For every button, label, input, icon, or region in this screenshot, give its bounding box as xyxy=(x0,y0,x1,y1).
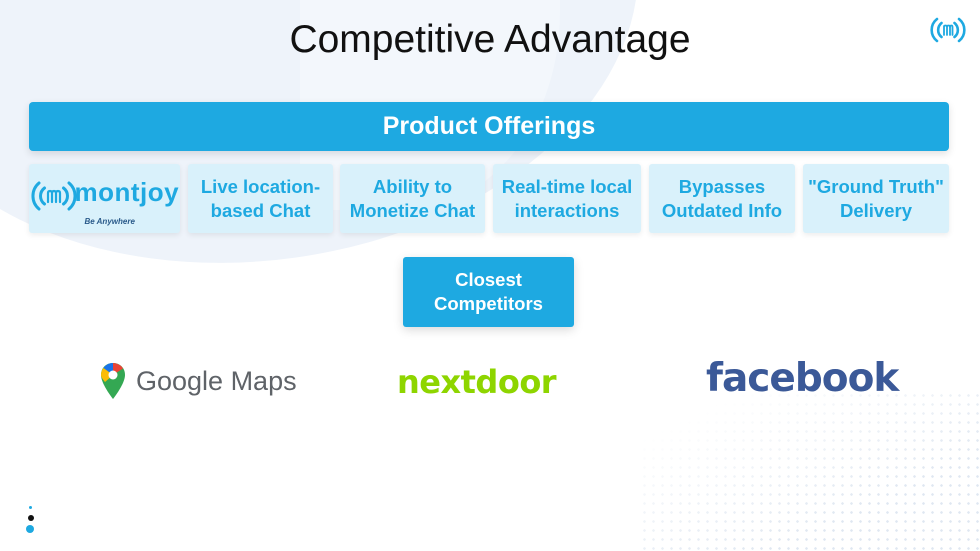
offering-tile-bypasses: Bypasses Outdated Info xyxy=(649,164,795,233)
google-maps-logo: Google Maps xyxy=(100,362,300,402)
google-maps-pin-icon xyxy=(101,363,125,399)
montjoy-wordmark: montjoy xyxy=(74,176,180,207)
slide-title: Competitive Advantage xyxy=(289,18,691,61)
closest-competitors-box: Closest Competitors xyxy=(403,257,574,327)
offering-tile-realtime: Real-time local interactions xyxy=(493,164,641,233)
product-offerings-banner: Product Offerings xyxy=(29,102,949,151)
offering-label: Bypasses Outdated Info xyxy=(661,175,783,221)
slide-nav-dots xyxy=(25,506,37,536)
montjoy-logo-tile: montjoy Be Anywhere xyxy=(29,164,180,233)
banner-label: Product Offerings xyxy=(382,112,596,140)
offering-label: Ability to Monetize Chat xyxy=(349,175,476,221)
montjoy-broadcast-icon xyxy=(930,17,966,43)
offering-label: "Ground Truth" Delivery xyxy=(808,175,944,221)
facebook-logo: facebook xyxy=(706,356,899,401)
competitors-label: Closest Competitors xyxy=(434,269,543,314)
montjoy-broadcast-icon xyxy=(31,181,76,210)
offering-tile-ground-truth: "Ground Truth" Delivery xyxy=(803,164,949,233)
nextdoor-logo: nextdoor xyxy=(397,363,557,401)
background-dot-pattern xyxy=(640,391,980,551)
offering-label: Real-time local interactions xyxy=(501,175,633,221)
google-maps-wordmark: Google Maps xyxy=(136,366,297,396)
montjoy-logo: montjoy Be Anywhere xyxy=(31,174,180,226)
montjoy-tagline: Be Anywhere xyxy=(84,216,135,226)
offering-tile-live-chat: Live location- based Chat xyxy=(188,164,333,233)
offering-tile-monetize: Ability to Monetize Chat xyxy=(340,164,485,233)
offering-label: Live location- based Chat xyxy=(200,175,321,221)
